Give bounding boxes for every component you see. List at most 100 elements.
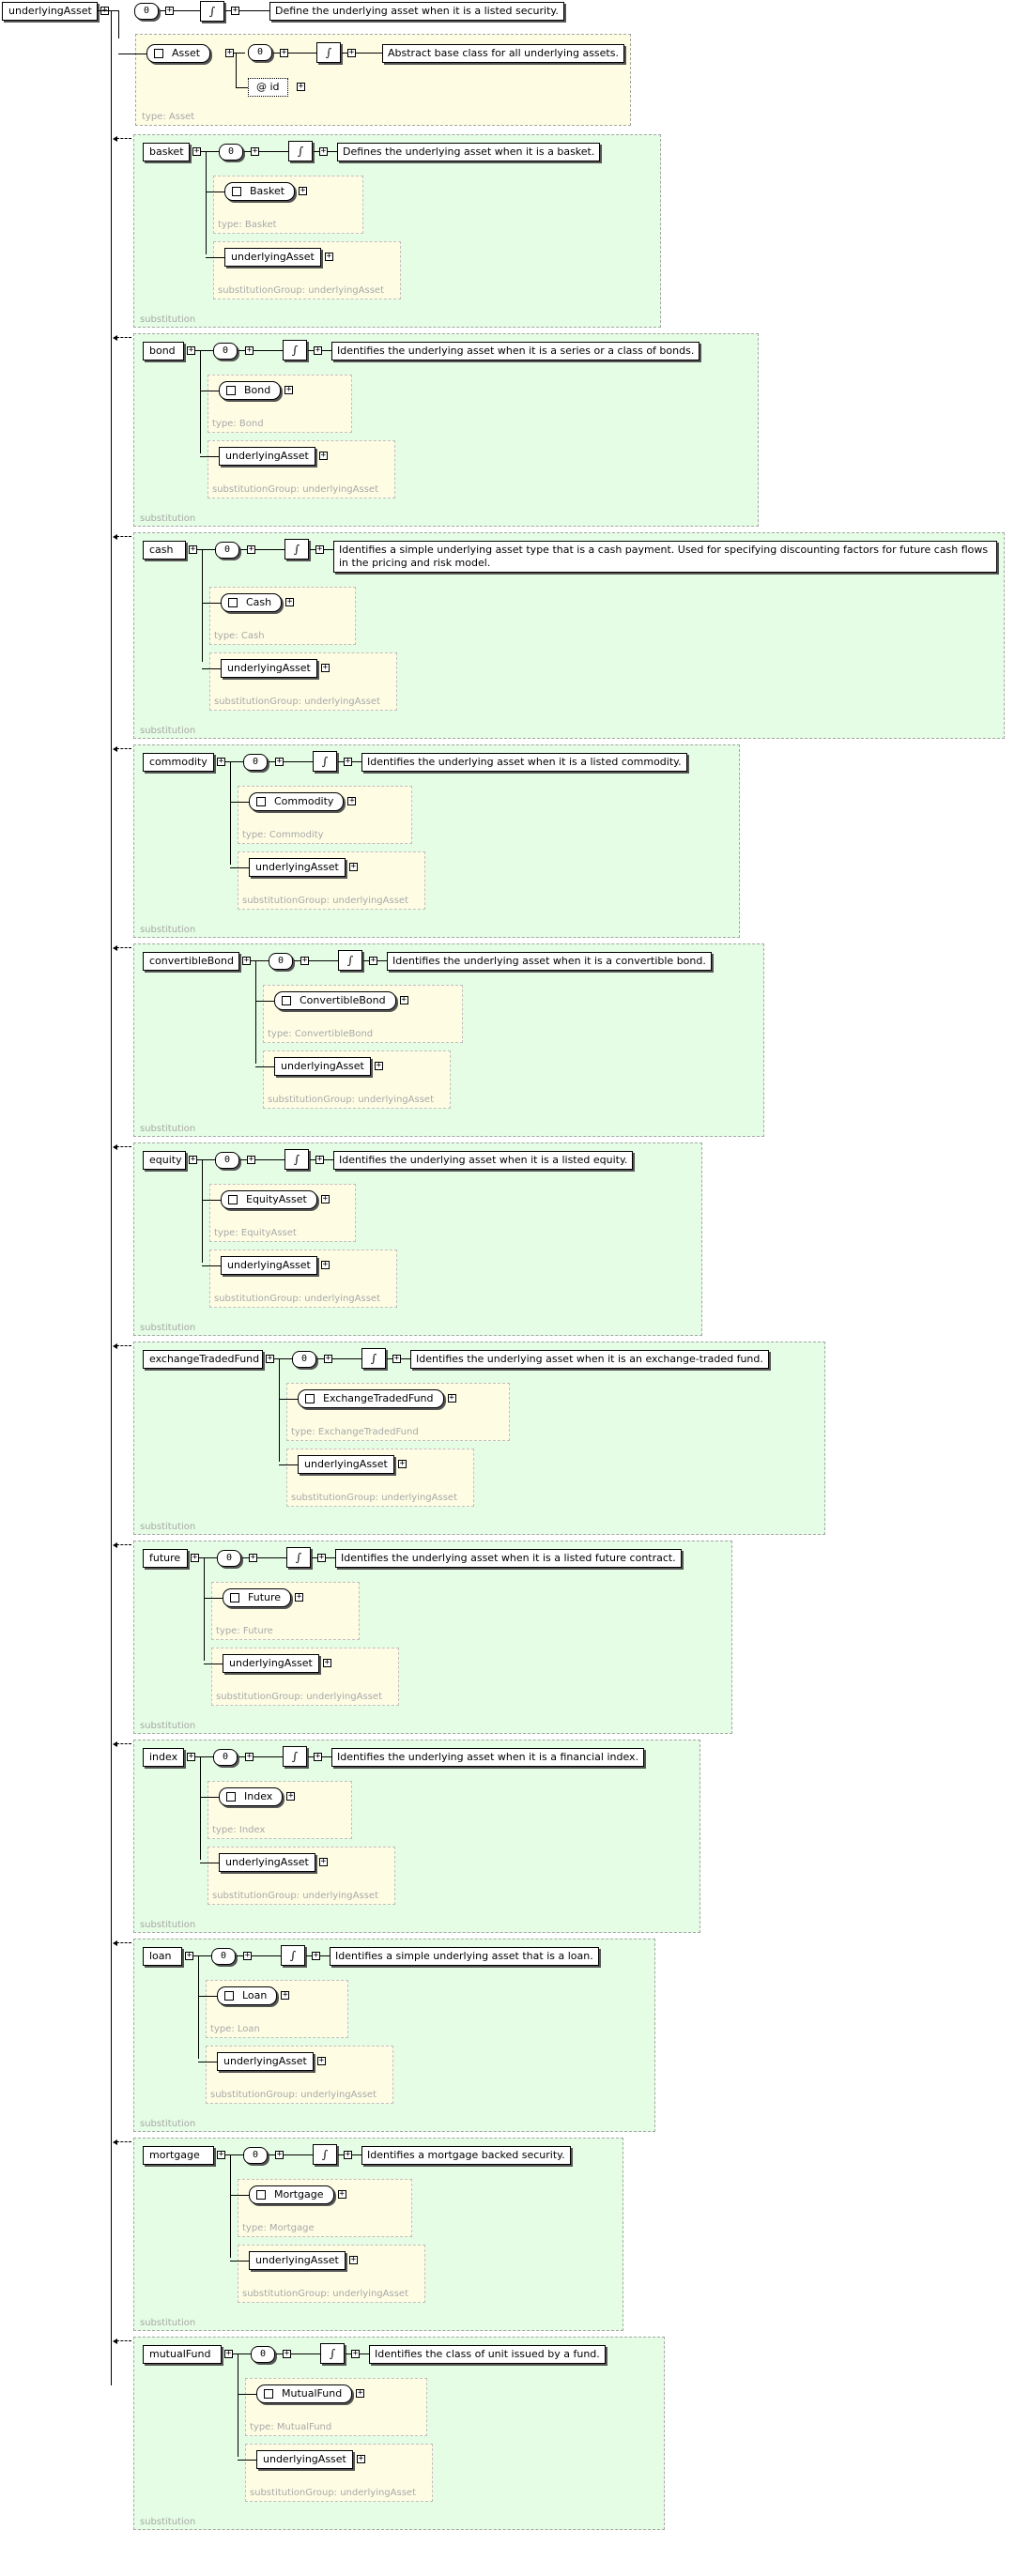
expand-plus-icon[interactable]: + bbox=[192, 146, 201, 156]
expand-plus-icon[interactable]: + bbox=[245, 1752, 254, 1761]
expand-plus-icon[interactable]: + bbox=[247, 1155, 255, 1164]
expand-plus-icon[interactable]: + bbox=[312, 1951, 320, 1960]
attribute-id[interactable]: @ id bbox=[248, 78, 288, 97]
expand-plus-icon[interactable]: + bbox=[369, 956, 377, 965]
expand-plus-icon[interactable]: + bbox=[397, 1459, 407, 1468]
expand-plus-icon[interactable]: + bbox=[297, 82, 305, 91]
expand-plus-icon[interactable]: + bbox=[242, 956, 251, 965]
expand-plus-icon[interactable]: + bbox=[348, 862, 358, 871]
expand-plus-icon[interactable]: + bbox=[315, 544, 324, 554]
expand-plus-icon[interactable]: + bbox=[187, 1752, 195, 1761]
expand-plus-icon[interactable]: + bbox=[185, 1951, 193, 1960]
element-bond[interactable]: bond bbox=[143, 342, 184, 360]
complex-type-ConvertibleBond[interactable]: ConvertibleBond bbox=[274, 991, 396, 1010]
expand-plus-icon[interactable]: + bbox=[320, 1260, 330, 1269]
complex-type-EquityAsset[interactable]: EquityAsset bbox=[221, 1190, 317, 1209]
expand-plus-icon[interactable]: + bbox=[299, 186, 308, 195]
expand-plus-icon[interactable]: + bbox=[247, 544, 255, 554]
expand-plus-icon[interactable]: + bbox=[281, 1990, 290, 2000]
expand-plus-icon[interactable]: + bbox=[245, 345, 254, 355]
complex-type-Bond[interactable]: Bond bbox=[219, 381, 282, 400]
expand-plus-icon[interactable]: + bbox=[316, 2056, 326, 2065]
element-exchangeTradedFund[interactable]: exchangeTradedFund bbox=[143, 1350, 263, 1369]
child-underlying-asset[interactable]: underlyingAsset bbox=[217, 2052, 314, 2071]
child-underlying-asset[interactable]: underlyingAsset bbox=[219, 447, 315, 466]
expand-plus-icon[interactable]: + bbox=[217, 757, 225, 766]
child-underlying-asset[interactable]: underlyingAsset bbox=[249, 2251, 346, 2270]
expand-plus-icon[interactable]: + bbox=[231, 6, 239, 15]
expand-plus-icon[interactable]: + bbox=[337, 2189, 346, 2199]
expand-plus-icon[interactable]: + bbox=[266, 1354, 274, 1363]
complex-type-asset[interactable]: Asset bbox=[146, 44, 211, 63]
element-future[interactable]: future bbox=[143, 1549, 188, 1568]
expand-plus-icon[interactable]: + bbox=[319, 146, 328, 156]
element-commodity[interactable]: commodity bbox=[143, 753, 214, 772]
child-underlying-asset[interactable]: underlyingAsset bbox=[219, 1853, 315, 1872]
complex-type-Mortgage[interactable]: Mortgage bbox=[249, 2185, 334, 2204]
expand-plus-icon[interactable]: + bbox=[344, 2150, 352, 2159]
element-mutualFund[interactable]: mutualFund bbox=[143, 2345, 222, 2364]
expand-plus-icon[interactable]: + bbox=[320, 663, 330, 672]
expand-plus-icon[interactable]: + bbox=[243, 1951, 252, 1960]
child-underlying-asset[interactable]: underlyingAsset bbox=[224, 248, 321, 267]
complex-type-Cash[interactable]: Cash bbox=[221, 593, 283, 612]
element-basket[interactable]: basket bbox=[143, 143, 190, 161]
expand-plus-icon[interactable]: + bbox=[399, 995, 408, 1004]
expand-plus-icon[interactable]: + bbox=[217, 2150, 225, 2159]
expand-plus-icon[interactable]: + bbox=[374, 1061, 383, 1070]
expand-plus-icon[interactable]: + bbox=[356, 2388, 365, 2398]
expand-plus-icon[interactable]: + bbox=[347, 48, 356, 57]
expand-plus-icon[interactable]: + bbox=[317, 1553, 326, 1562]
expand-plus-icon[interactable]: + bbox=[447, 1393, 456, 1403]
child-underlying-asset[interactable]: underlyingAsset bbox=[221, 1256, 317, 1275]
root-element[interactable]: underlyingAsset bbox=[2, 2, 98, 21]
complex-type-Loan[interactable]: Loan bbox=[217, 1986, 278, 2005]
expand-plus-icon[interactable]: + bbox=[324, 252, 333, 261]
expand-plus-icon[interactable]: + bbox=[322, 1658, 331, 1667]
expand-plus-icon[interactable]: + bbox=[300, 956, 309, 965]
expand-plus-icon[interactable]: + bbox=[295, 1592, 304, 1602]
expand-plus-icon[interactable]: + bbox=[165, 6, 174, 15]
expand-plus-icon[interactable]: + bbox=[315, 1155, 324, 1164]
expand-plus-icon[interactable]: + bbox=[314, 345, 322, 355]
expand-plus-icon[interactable]: + bbox=[280, 48, 288, 57]
expand-plus-icon[interactable]: + bbox=[251, 146, 259, 156]
expand-plus-icon[interactable]: + bbox=[284, 385, 294, 394]
expand-plus-icon[interactable]: + bbox=[324, 1354, 332, 1363]
element-mortgage[interactable]: mortgage bbox=[143, 2146, 214, 2165]
child-underlying-asset[interactable]: underlyingAsset bbox=[256, 2450, 353, 2469]
complex-type-Future[interactable]: Future bbox=[223, 1588, 292, 1607]
expand-plus-icon[interactable]: + bbox=[351, 2349, 360, 2358]
child-underlying-asset[interactable]: underlyingAsset bbox=[249, 858, 346, 877]
element-cash[interactable]: cash bbox=[143, 541, 186, 560]
expand-plus-icon[interactable]: + bbox=[356, 2454, 365, 2463]
complex-type-Index[interactable]: Index bbox=[219, 1787, 284, 1806]
element-equity[interactable]: equity bbox=[143, 1151, 186, 1170]
expand-plus-icon[interactable]: + bbox=[314, 1752, 322, 1761]
complex-type-ExchangeTradedFund[interactable]: ExchangeTradedFund bbox=[298, 1389, 444, 1408]
expand-plus-icon[interactable]: + bbox=[249, 1553, 257, 1562]
child-underlying-asset[interactable]: underlyingAsset bbox=[298, 1455, 394, 1474]
expand-plus-icon[interactable]: + bbox=[225, 48, 234, 57]
element-loan[interactable]: loan bbox=[143, 1947, 182, 1966]
expand-plus-icon[interactable]: + bbox=[224, 2349, 233, 2358]
expand-plus-icon[interactable]: + bbox=[320, 1194, 330, 1204]
expand-plus-icon[interactable]: + bbox=[344, 757, 352, 766]
expand-plus-icon[interactable]: + bbox=[318, 451, 328, 460]
complex-type-Commodity[interactable]: Commodity bbox=[249, 792, 345, 811]
expand-plus-icon[interactable]: + bbox=[275, 757, 284, 766]
expand-plus-icon[interactable]: + bbox=[348, 2255, 358, 2264]
element-convertibleBond[interactable]: convertibleBond bbox=[143, 952, 239, 971]
expand-plus-icon[interactable]: + bbox=[275, 2150, 284, 2159]
expand-plus-icon[interactable]: + bbox=[286, 1791, 296, 1801]
child-underlying-asset[interactable]: underlyingAsset bbox=[274, 1057, 371, 1076]
expand-plus-icon[interactable]: + bbox=[318, 1857, 328, 1866]
expand-plus-icon[interactable]: + bbox=[283, 2349, 291, 2358]
complex-type-MutualFund[interactable]: MutualFund bbox=[256, 2384, 353, 2403]
expand-plus-icon[interactable]: + bbox=[347, 796, 357, 805]
expand-plus-icon[interactable]: + bbox=[187, 345, 195, 355]
complex-type-Basket[interactable]: Basket bbox=[224, 182, 296, 201]
expand-plus-icon[interactable]: + bbox=[189, 1155, 197, 1164]
expand-plus-icon[interactable]: + bbox=[189, 544, 197, 554]
element-index[interactable]: index bbox=[143, 1748, 184, 1767]
